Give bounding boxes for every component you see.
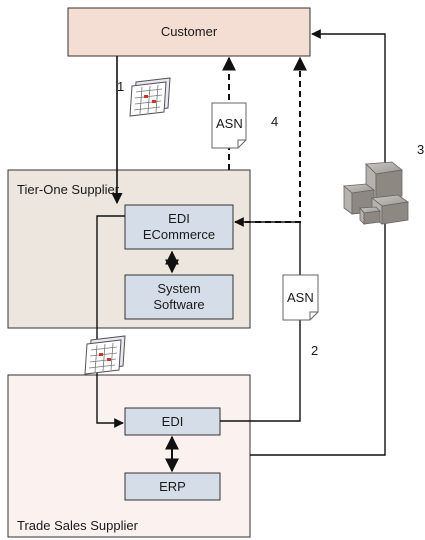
erp-box <box>124 472 221 501</box>
shipment-boxes-icon <box>343 161 410 225</box>
step-4-label: 4 <box>271 114 279 129</box>
system-software-label: System Software <box>125 275 233 319</box>
tier-one-supplier-title: Tier-One Supplier <box>17 182 120 197</box>
customer-box <box>67 7 311 57</box>
edi-ecommerce-label: EDI ECommerce <box>125 205 233 249</box>
order-arrow-tier-one-to-trade <box>96 215 125 428</box>
trade-sales-supplier-box <box>7 374 251 538</box>
asn-label-lower: ASN <box>287 290 314 305</box>
trade-edi-box <box>124 407 221 436</box>
order-document-icon <box>84 335 126 375</box>
trade-edi-label: EDI <box>161 413 184 429</box>
asn-label-upper: ASN <box>216 116 243 131</box>
step-3-label: 3 <box>417 142 425 157</box>
erp-label: ERP <box>159 478 186 494</box>
step-2-label: 2 <box>311 343 319 358</box>
trade-sales-supplier-title: Trade Sales Supplier <box>17 518 138 533</box>
edi-ecommerce-box <box>124 204 234 250</box>
system-software-box <box>124 274 234 320</box>
customer-label: Customer <box>160 24 218 39</box>
order-document-icon <box>129 77 171 117</box>
asn-arrow-trade-to-tier-one <box>220 217 301 422</box>
step-1-label: 1 <box>117 79 125 94</box>
asn-document-lower <box>282 274 319 321</box>
edi-ecommerce-line-2: ECommerce <box>142 227 216 242</box>
edi-ecommerce-line-1: EDI <box>168 211 190 226</box>
system-software-line-2: Software <box>153 297 205 312</box>
asn-document-upper <box>211 102 247 149</box>
system-software-line-1: System <box>157 281 201 296</box>
shipment-arrow-to-customer <box>250 29 386 456</box>
